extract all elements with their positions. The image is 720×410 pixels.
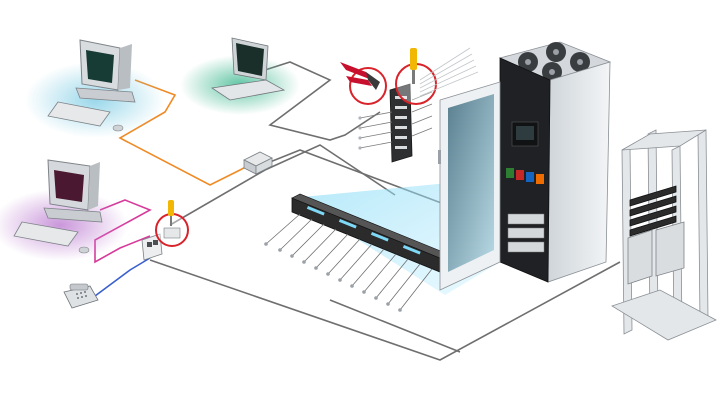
gray-cable-outlet [169,144,396,226]
junction-box-icon [243,151,273,175]
cable-bundle [419,47,479,97]
punch-tool-icon [410,48,417,84]
gray-cable-floor-2 [329,299,461,353]
blue-cable [94,257,151,297]
crt-computer-icon [13,159,103,254]
laptop [180,37,300,115]
consolidation-box [243,151,273,175]
crimp-tool-icon [340,62,380,90]
desktop-computer-top [25,39,165,138]
glow [0,189,128,261]
patch-panel [264,193,449,312]
orange-cable [118,79,256,186]
gray-cable-laptop [264,61,381,141]
callout-ring-punch [395,63,437,105]
laptop-icon [210,37,286,101]
punch-tool-icon [163,200,181,239]
callout-ring-crimp [349,67,387,105]
gray-cable-floor [149,259,621,361]
fan-icons [518,42,590,82]
server-cabinet [438,41,612,291]
telephone [63,283,99,309]
phone-icon [63,283,99,309]
cables [94,61,621,361]
server-rack-icon [438,41,612,291]
colored-patch-cords [506,168,544,184]
desktop-computer-left [0,159,128,261]
patch-panel-icon [264,193,449,312]
crt-computer-icon [47,39,136,132]
wall-jack-icon [141,233,163,261]
wall-outlet [141,200,189,261]
open-rack-icon [611,129,717,341]
open-frame-rack [611,129,717,341]
punch-down-block [340,47,479,163]
